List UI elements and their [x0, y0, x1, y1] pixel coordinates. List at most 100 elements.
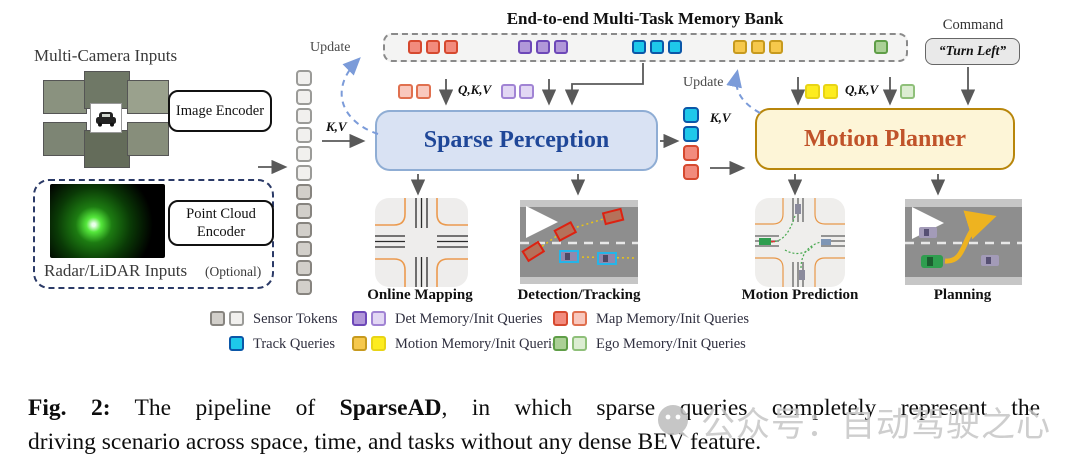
- car-icon: [96, 111, 116, 127]
- caption-text: The pipeline of: [110, 395, 340, 421]
- track-query: [683, 107, 699, 123]
- det-memory-token: [518, 40, 532, 54]
- update-arc-left: [340, 57, 379, 135]
- sensor-token: [296, 241, 312, 257]
- map-init-query: [398, 84, 413, 99]
- map-query: [683, 145, 699, 161]
- track-memory-token: [650, 40, 664, 54]
- legend-label-motion: Motion Memory/Init Queries: [395, 336, 565, 352]
- sensor-token: [296, 279, 312, 295]
- optional-label: (Optional): [205, 264, 262, 279]
- sensor-token: [296, 89, 312, 105]
- legend-swatch-sensor-dark: [210, 311, 225, 326]
- sensor-token: [296, 127, 312, 143]
- camera-tile: [43, 80, 87, 114]
- caption-fig-label: Fig. 2:: [28, 395, 111, 421]
- motion-memory-token: [733, 40, 747, 54]
- sensor-token: [296, 165, 312, 181]
- sensor-token: [296, 70, 312, 86]
- sensor-token: [296, 184, 312, 200]
- radar-lidar-label: Radar/LiDAR Inputs: [44, 261, 188, 280]
- legend-swatch-map-memory: [553, 311, 568, 326]
- qkv-label-left: Q,K,V: [458, 82, 492, 97]
- map-memory-token: [426, 40, 440, 54]
- memory-bank: [383, 33, 908, 62]
- kv-label-mid: K,V: [710, 110, 731, 125]
- camera-tile: [43, 122, 87, 156]
- image-encoder-box: Image Encoder: [168, 90, 272, 132]
- motion-init-query: [805, 84, 820, 99]
- legend-swatch-motion-memory: [352, 336, 367, 351]
- legend-swatch-motion-init: [371, 336, 386, 351]
- map-memory-token: [408, 40, 422, 54]
- update-arc-right: [726, 69, 761, 114]
- camera-tile: [84, 130, 130, 168]
- motion-prediction-label: Motion Prediction: [741, 287, 859, 303]
- update-label-right: Update: [683, 75, 724, 90]
- det-memory-token: [554, 40, 568, 54]
- point-cloud-image: [50, 184, 165, 258]
- legend-label-det: Det Memory/Init Queries: [395, 311, 543, 327]
- camera-tile: [127, 122, 169, 156]
- qkv-label-right: Q,K,V: [845, 82, 879, 97]
- map-memory-token: [444, 40, 458, 54]
- ego-car-icon: [90, 103, 122, 133]
- online-mapping-icon: [375, 198, 468, 287]
- planning-thumb: [905, 199, 1022, 285]
- planning-label: Planning: [933, 287, 992, 303]
- online-mapping-thumb: [375, 198, 468, 287]
- motion-init-query: [823, 84, 838, 99]
- sensor-token: [296, 260, 312, 276]
- legend-label-ego: Ego Memory/Init Queries: [596, 336, 746, 352]
- planning-icon: [905, 199, 1022, 285]
- detection-tracking-thumb: [520, 200, 638, 284]
- legend-label-sensor-tokens: Sensor Tokens: [253, 311, 338, 327]
- memory-bank-title: End-to-end Multi-Task Memory Bank: [506, 9, 784, 28]
- camera-inputs-label: Multi-Camera Inputs: [34, 46, 178, 65]
- caption-text: , in which sparse queries completely rep…: [441, 395, 1040, 421]
- point-cloud-encoder-box: Point Cloud Encoder: [168, 200, 274, 246]
- caption-sparsead: SparseAD: [339, 395, 442, 421]
- legend-swatch-ego-memory: [553, 336, 568, 351]
- camera-tile: [127, 80, 169, 114]
- detection-tracking-label: Detection/Tracking: [517, 287, 641, 303]
- sensor-token: [296, 203, 312, 219]
- det-init-query: [501, 84, 516, 99]
- motion-prediction-thumb: [755, 198, 845, 287]
- caption-line-1: Fig. 2: The pipeline of SparseAD, in whi…: [28, 391, 1040, 425]
- ego-init-query: [900, 84, 915, 99]
- legend-swatch-sensor-light: [229, 311, 244, 326]
- motion-prediction-icon: [755, 198, 845, 287]
- legend-label-map: Map Memory/Init Queries: [596, 311, 750, 327]
- update-label-left: Update: [310, 40, 351, 55]
- motion-memory-token: [751, 40, 765, 54]
- legend-swatch-det-init: [371, 311, 386, 326]
- motion-memory-token: [769, 40, 783, 54]
- command-label: Command: [942, 17, 1004, 33]
- track-query: [683, 126, 699, 142]
- motion-planner-module: Motion Planner: [755, 108, 1015, 170]
- caption-line-2: driving scenario across space, time, and…: [28, 429, 762, 455]
- map-init-query: [416, 84, 431, 99]
- legend-swatch-ego-init: [572, 336, 587, 351]
- legend-swatch-det-memory: [352, 311, 367, 326]
- command-box: “Turn Left”: [925, 38, 1020, 65]
- sparse-perception-module: Sparse Perception: [375, 110, 658, 171]
- kv-label-left: K,V: [326, 119, 347, 134]
- online-mapping-label: Online Mapping: [367, 287, 473, 303]
- legend-swatch-track: [229, 336, 244, 351]
- ego-memory-token: [874, 40, 888, 54]
- legend-label-track-queries: Track Queries: [253, 336, 336, 352]
- sensor-token: [296, 108, 312, 124]
- detection-tracking-icon: [520, 200, 638, 284]
- track-memory-token: [668, 40, 682, 54]
- figure-caption: Fig. 2: The pipeline of SparseAD, in whi…: [28, 391, 1040, 459]
- map-query: [683, 164, 699, 180]
- arrow-track-memory-bent: [564, 63, 644, 106]
- det-init-query: [519, 84, 534, 99]
- det-memory-token: [536, 40, 550, 54]
- track-memory-token: [632, 40, 646, 54]
- legend-swatch-map-init: [572, 311, 587, 326]
- sensor-token: [296, 222, 312, 238]
